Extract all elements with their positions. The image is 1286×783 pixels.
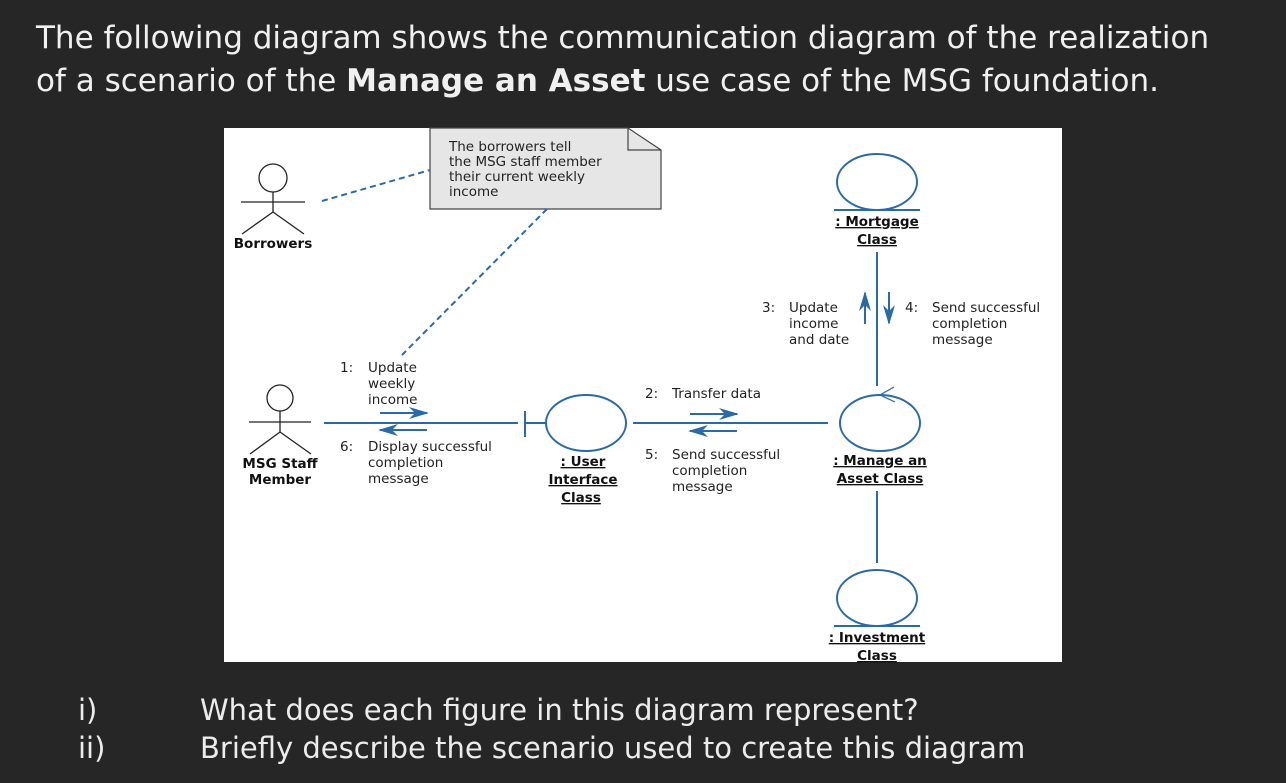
message-3-text: income [789,316,838,332]
ui-object-label: Interface [548,472,617,488]
staff-actor-icon [249,384,312,455]
message-6-number: 6: [340,439,353,455]
control-object-icon [839,386,921,452]
note-text-line: The borrowers tell [448,139,571,155]
message-3-text: Update [789,300,838,316]
intro-line-1: The following diagram shows the communic… [36,20,1210,56]
message-5-text: message [672,479,733,495]
question-1-text: What does each figure in this diagram re… [200,693,919,727]
intro-line-2: of a scenario of the Manage an Asset use… [36,59,1159,103]
investment-object-label: : Investment [829,630,926,646]
investment-object-label: Class [857,648,897,664]
message-5-text: Send successful [672,447,780,463]
message-3-text: and date [789,332,849,348]
note-box [429,127,662,210]
manage-object-label: : Manage an [833,453,927,469]
note-anchor-message [401,208,548,356]
mortgage-object-label: Class [857,232,897,248]
question-2-number: ii) [78,731,106,765]
message-1-text: Update [368,360,417,376]
borrowers-actor-icon [241,163,305,235]
intro-suffix: use case of the MSG foundation. [645,63,1159,99]
staff-label: MSG Staff [242,456,318,472]
question-2-text: Briefly describe the scenario used to cr… [200,731,1026,765]
message-6-text: message [368,471,429,487]
message-4-number: 4: [905,300,918,316]
use-case-name: Manage an Asset [346,63,646,99]
message-6-text: Display successful [368,439,492,455]
message-5-number: 5: [645,447,658,463]
note-anchor-borrowers [321,169,431,202]
entity-object-icon [834,153,920,211]
message-4-text: message [932,332,993,348]
manage-object-label: Asset Class [837,471,924,487]
message-2-number: 2: [645,386,658,402]
diagram-canvas [224,128,1062,662]
message-6-text: completion [368,455,443,471]
message-1-text: income [368,392,417,408]
ui-object-label: Class [561,490,601,506]
mortgage-object-label: : Mortgage [835,214,919,230]
note-text-line: the MSG staff member [449,154,602,170]
message-3-number: 3: [762,300,775,316]
message-5-text: completion [672,463,747,479]
ui-object-label: : User [561,454,606,470]
message-1-text: weekly [368,376,415,392]
borrowers-label: Borrowers [234,236,312,252]
message-1-number: 1: [340,360,353,376]
question-1-number: i) [78,693,98,727]
message-4-text: Send successful [932,300,1040,316]
note-text-line: their current weekly [449,169,585,185]
message-2-text: Transfer data [671,386,761,402]
intro-prefix: of a scenario of the [36,63,347,99]
entity-object-icon [834,569,920,627]
note-text-line: income [449,184,498,200]
message-4-text: completion [932,316,1007,332]
boundary-object-icon [524,394,627,452]
staff-label: Member [249,472,311,488]
